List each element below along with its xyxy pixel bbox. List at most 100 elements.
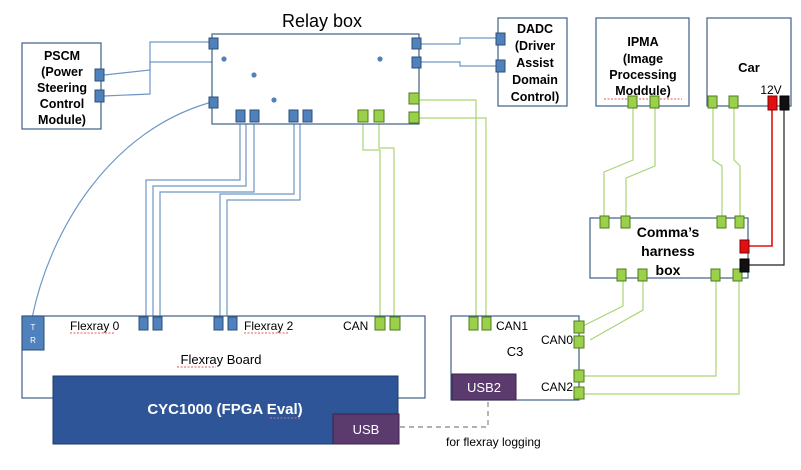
flexray-board-title: Flexray Board xyxy=(181,352,262,367)
fpga-usb-port xyxy=(332,413,400,445)
flexray2-port-1 xyxy=(213,316,224,331)
relay-port-bottom-1 xyxy=(235,109,246,123)
dadc-line5: Control) xyxy=(511,90,560,104)
relay-port-green-2 xyxy=(408,111,420,124)
wire-can-b xyxy=(378,124,395,316)
harness-port-top-4 xyxy=(734,215,745,229)
wire-pscm-relay-1 xyxy=(103,41,212,76)
pscm-port-2 xyxy=(94,89,105,103)
ipma-port-2 xyxy=(649,95,660,109)
fpga-title: CYC1000 (FPGA Eval) xyxy=(147,401,302,418)
harness-power-terminal xyxy=(739,239,750,254)
harness-line3: box xyxy=(656,262,681,278)
c3-usb2-label: USB2 xyxy=(467,380,501,395)
ipma-label: IPMA (Image Processing Moddule) xyxy=(609,35,676,98)
relay-port-right-1 xyxy=(411,37,422,50)
harness-port-top-2 xyxy=(620,215,631,229)
harness-port-bottom-1 xyxy=(616,268,627,282)
wire-harness-can0-a xyxy=(582,278,624,327)
harness-port-bottom-2 xyxy=(637,268,648,282)
flexray2-port-2 xyxy=(227,316,238,331)
flexray-can-port-2 xyxy=(389,316,401,331)
pscm-line1: PSCM xyxy=(44,49,80,63)
c3-can1-port-1 xyxy=(468,316,479,331)
wire-usb-logging xyxy=(400,400,489,428)
wire-ground-black xyxy=(749,102,785,266)
flexray-can-label: CAN xyxy=(343,319,368,333)
harness-port-top-3 xyxy=(716,215,727,229)
pscm-line4: Control xyxy=(40,97,84,111)
ipma-box xyxy=(595,17,690,107)
wire-12v-red xyxy=(749,102,773,247)
relay-port-left-2 xyxy=(208,96,219,109)
harness-port-top-1 xyxy=(599,215,610,229)
green-wires xyxy=(362,95,741,395)
c3-can1-label: CAN1 xyxy=(496,319,528,333)
wire-car-harness-a xyxy=(712,106,723,218)
harness-port-bottom-3 xyxy=(710,268,721,282)
dadc-line1: DADC xyxy=(517,22,553,36)
power-wires xyxy=(749,102,785,266)
car-port-1 xyxy=(707,95,718,109)
car-box xyxy=(706,17,792,107)
c3-can0-port-2 xyxy=(573,335,585,349)
dadc-line2: (Driver xyxy=(515,39,555,53)
c3-can2-port-1 xyxy=(573,369,585,383)
fpga-usb-label: USB xyxy=(353,422,380,437)
dadc-port-2 xyxy=(495,59,506,73)
relay-port-right-2 xyxy=(411,56,422,69)
ipma-line3: Processing xyxy=(609,68,676,82)
wire-can-a xyxy=(362,124,381,316)
c3-can0-label: CAN0 xyxy=(541,333,573,347)
flexray-tr-label-r: R xyxy=(30,336,36,345)
flexray-tr-label-t: T xyxy=(31,323,36,332)
pscm-label: PSCM (Power Steering Control Module) xyxy=(37,49,87,127)
ipma-line2: (Image xyxy=(623,52,663,66)
flexray0-port-1 xyxy=(138,316,149,331)
relay-box xyxy=(211,33,420,125)
wire-flexray0-a xyxy=(145,124,241,316)
ipma-port-1 xyxy=(627,95,638,109)
wire-pscm-relay-2 xyxy=(103,61,212,97)
relay-port-left-1 xyxy=(208,37,219,50)
c3-title: C3 xyxy=(507,344,524,359)
wire-harness-can2-a xyxy=(583,278,717,377)
car-port-2 xyxy=(728,95,739,109)
logging-note: for flexray logging xyxy=(446,435,541,449)
wire-relay-tr xyxy=(31,101,213,319)
wire-flexray2-b xyxy=(226,124,301,316)
c3-can2-label: CAN2 xyxy=(541,380,573,394)
flexray0-port-2 xyxy=(152,316,163,331)
dadc-line3: Assist xyxy=(516,56,554,70)
flexray-can-port-1 xyxy=(374,316,386,331)
ipma-line1: IPMA xyxy=(627,35,658,49)
wire-relay-dadc-1 xyxy=(419,37,498,45)
harness-ground-terminal xyxy=(739,258,750,273)
ipma-line4: Moddule) xyxy=(615,84,671,98)
relay-port-green-1 xyxy=(408,92,420,105)
c3-usb2-port xyxy=(451,373,517,401)
c3-can1-port-2 xyxy=(481,316,492,331)
wire-c3-can1-b xyxy=(418,117,487,316)
pscm-box xyxy=(21,42,102,130)
flexray-port2-label: Flexray 2 xyxy=(244,319,294,333)
wire-c3-can1-a xyxy=(418,99,477,316)
pscm-line2: (Power xyxy=(41,65,83,79)
wire-flexray2-a xyxy=(219,124,295,316)
wire-ipma-harness-b xyxy=(625,106,656,218)
wire-ipma-harness-a xyxy=(603,106,634,218)
wire-harness-can2-b xyxy=(583,278,740,395)
harness-label: Comma’s harness box xyxy=(637,224,700,278)
relay-port-can-2 xyxy=(373,109,385,123)
relay-node-left xyxy=(221,56,227,62)
c3-can0-port-1 xyxy=(573,320,585,334)
dadc-line4: Domain xyxy=(512,73,558,87)
dadc-label: DADC (Driver Assist Domain Control) xyxy=(511,22,560,104)
car-ground-terminal xyxy=(779,95,790,111)
relay-port-bottom-4 xyxy=(302,109,313,123)
pscm-line5: Module) xyxy=(38,113,86,127)
relay-port-bottom-3 xyxy=(288,109,299,123)
relay-node-switch xyxy=(251,72,257,78)
relay-node-bottom xyxy=(271,97,277,103)
